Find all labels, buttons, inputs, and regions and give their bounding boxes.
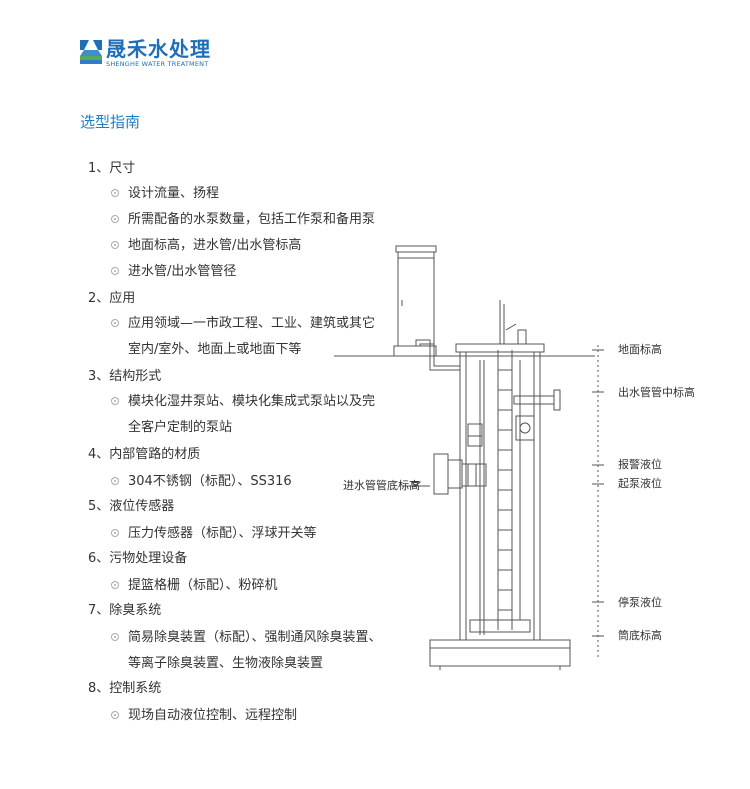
bullet-icon <box>111 581 119 589</box>
label-ground-level: 地面标高 <box>618 343 662 356</box>
label-alarm-level: 报警液位 <box>618 458 662 471</box>
brand-logo: 晟禾水处理 SHENGHE WATER TREATMENT <box>80 38 220 70</box>
list-item: 模块化湿井泵站、模块化集成式泵站以及完 <box>128 394 376 409</box>
list-item: 简易除臭装置（标配）、强制通风除臭装置、 <box>128 630 382 645</box>
bullet-icon <box>111 397 119 405</box>
label-outlet-center: 出水管管中标高 <box>618 386 695 399</box>
list-item: 进水管/出水管管径 <box>128 264 237 279</box>
list-item: 304不锈钢（标配）、SS316 <box>128 474 292 489</box>
bullet-icon <box>111 633 119 641</box>
brand-mark-icon <box>80 40 102 64</box>
label-stop-level: 停泵液位 <box>618 596 662 609</box>
label-inlet-bottom: 进水管管底标高 <box>343 479 420 492</box>
bullet-icon <box>111 529 119 537</box>
bullet-icon <box>111 189 119 197</box>
bullet-icon <box>111 711 119 719</box>
list-item: 设计流量、扬程 <box>128 186 220 201</box>
heading-level-sensor: 5、液位传感器 <box>88 499 175 514</box>
heading-pipe-material: 4、内部管路的材质 <box>88 447 201 462</box>
bullet-icon <box>111 319 119 327</box>
heading-size: 1、尺寸 <box>88 161 136 176</box>
list-item: 地面标高，进水管/出水管标高 <box>128 238 302 253</box>
list-item-continuation: 等离子除臭装置、生物液除臭装置 <box>128 656 324 671</box>
pump-station-drawing <box>334 245 604 670</box>
heading-waste-equipment: 6、污物处理设备 <box>88 551 188 566</box>
heading-deodor: 7、除臭系统 <box>88 603 162 618</box>
list-item: 压力传感器（标配）、浮球开关等 <box>128 526 317 541</box>
pump-station-diagram: 地面标高 出水管管中标高 报警液位 起泵液位 进水管管底标高 停泵液位 筒底标高 <box>330 240 695 680</box>
bullet-icon <box>111 215 119 223</box>
bullet-icon <box>111 477 119 485</box>
section-title: 选型指南 <box>80 113 141 131</box>
heading-structure: 3、结构形式 <box>88 369 162 384</box>
bullet-icon <box>111 241 119 249</box>
list-item: 现场自动液位控制、远程控制 <box>128 708 298 723</box>
bullet-icon <box>111 267 119 275</box>
heading-application: 2、应用 <box>88 291 136 306</box>
brand-name: 晟禾水处理 <box>106 37 211 61</box>
selection-guide-list: 1、尺寸 设计流量、扬程 所需配备的水泵数量，包括工作泵和备用泵 地面标高，进水… <box>88 161 382 723</box>
label-bottom-level: 筒底标高 <box>618 629 662 642</box>
label-start-level: 起泵液位 <box>618 477 662 490</box>
heading-control: 8、控制系统 <box>88 681 162 696</box>
list-item-continuation: 室内/室外、地面上或地面下等 <box>128 342 302 357</box>
list-item: 提篮格栅（标配）、粉碎机 <box>128 578 278 593</box>
brand-name-en: SHENGHE WATER TREATMENT <box>106 60 209 68</box>
list-item: 所需配备的水泵数量，包括工作泵和备用泵 <box>128 212 376 227</box>
list-item-continuation: 全客户定制的泵站 <box>128 420 233 435</box>
list-item: 应用领域—一市政工程、工业、建筑或其它 <box>128 316 376 331</box>
